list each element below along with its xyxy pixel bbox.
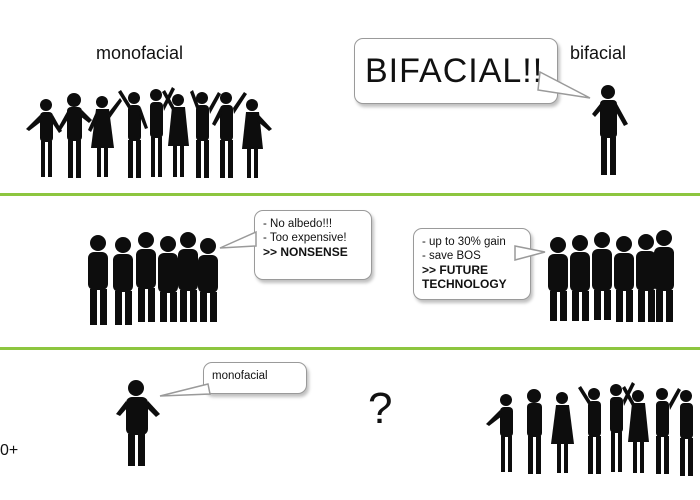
bubble-line-no-albedo: - No albedo!!! — [263, 218, 333, 230]
bubble-line-future: >> FUTURE — [422, 263, 522, 277]
section-divider-top — [0, 193, 700, 196]
section-divider-bottom — [0, 347, 700, 350]
question-mark: ? — [368, 384, 393, 433]
label-bifacial: bifacial — [570, 43, 627, 63]
speech-bubble-skeptics: - No albedo!!! - Too expensive! >> NONSE… — [254, 210, 372, 280]
bubble-line-too-expensive: - Too expensive! — [263, 232, 347, 244]
bubble-text-bifacial: BIFACIAL!! — [365, 52, 544, 90]
speech-bubble-monofacial: monofacial — [203, 362, 307, 394]
bubble-line-30-gain: - up to 30% gain — [422, 236, 506, 248]
speech-bubble-optimists: - up to 30% gain - save BOS >> FUTURE TE… — [413, 228, 531, 300]
speech-bubble-bifacial: BIFACIAL!! — [354, 38, 558, 104]
bubble-line-prefix: >> — [422, 263, 440, 277]
bubble-line-nonsense: >> NONSENSE — [263, 245, 348, 259]
bubble-text-monofacial: monofacial — [212, 370, 268, 382]
label-monofacial: monofacial — [96, 43, 184, 63]
bubble-line-technology: TECHNOLOGY — [422, 277, 507, 291]
bubble-line-save-bos: - save BOS — [422, 250, 481, 262]
cut-off-label: 0+ — [0, 442, 19, 459]
bubble-line-future-word: FUTURE — [439, 263, 489, 277]
